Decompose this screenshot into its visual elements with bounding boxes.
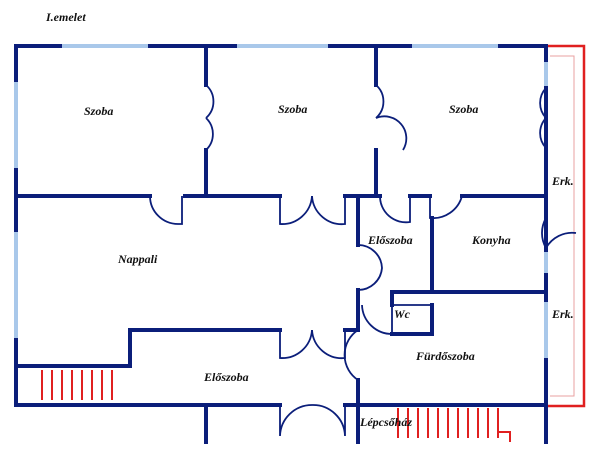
door-erkely: [541, 217, 577, 250]
door-hall: [357, 244, 383, 291]
door-eloszoba: [379, 195, 411, 224]
room-label-konyha: Konyha: [471, 233, 511, 247]
room-label-nappali: Nappali: [117, 252, 158, 266]
staircase-left: [41, 370, 113, 400]
door-furdo: [343, 329, 359, 381]
room-label-erkely-1: Erk.: [551, 174, 574, 188]
room-label-lepcsohaz: Lépcsőház: [359, 415, 412, 429]
door-szoba-2: [375, 84, 385, 119]
door-nappali-double: [279, 195, 313, 225]
door-eloszoba-lower: [279, 329, 313, 359]
room-label-eloszoba-lower: Előszoba: [203, 370, 249, 384]
doors: [149, 84, 577, 437]
room-label-eloszoba-upper: Előszoba: [367, 233, 413, 247]
room-label-furdoszoba: Fürdőszoba: [415, 349, 475, 363]
door-nappali-top: [149, 195, 183, 225]
room-label-szoba-1: Szoba: [84, 104, 113, 118]
room-label-wc: Wc: [394, 307, 411, 321]
staircase-bottom: [397, 408, 511, 442]
room-label-szoba-3: Szoba: [449, 102, 478, 116]
windows: [14, 44, 548, 360]
door-szoba-3: [539, 87, 547, 119]
floor-title: I.emelet: [45, 10, 86, 24]
room-label-erkely-2: Erk.: [551, 307, 574, 321]
walls: [14, 44, 548, 444]
door-konyha: [429, 195, 463, 220]
room-label-szoba-2: Szoba: [278, 102, 307, 116]
balcony-outline: [548, 44, 586, 408]
door-szoba-1: [205, 84, 215, 119]
door-entrance: [279, 404, 313, 437]
door-wc: [361, 304, 393, 335]
balcony-inner-line: [550, 55, 575, 397]
